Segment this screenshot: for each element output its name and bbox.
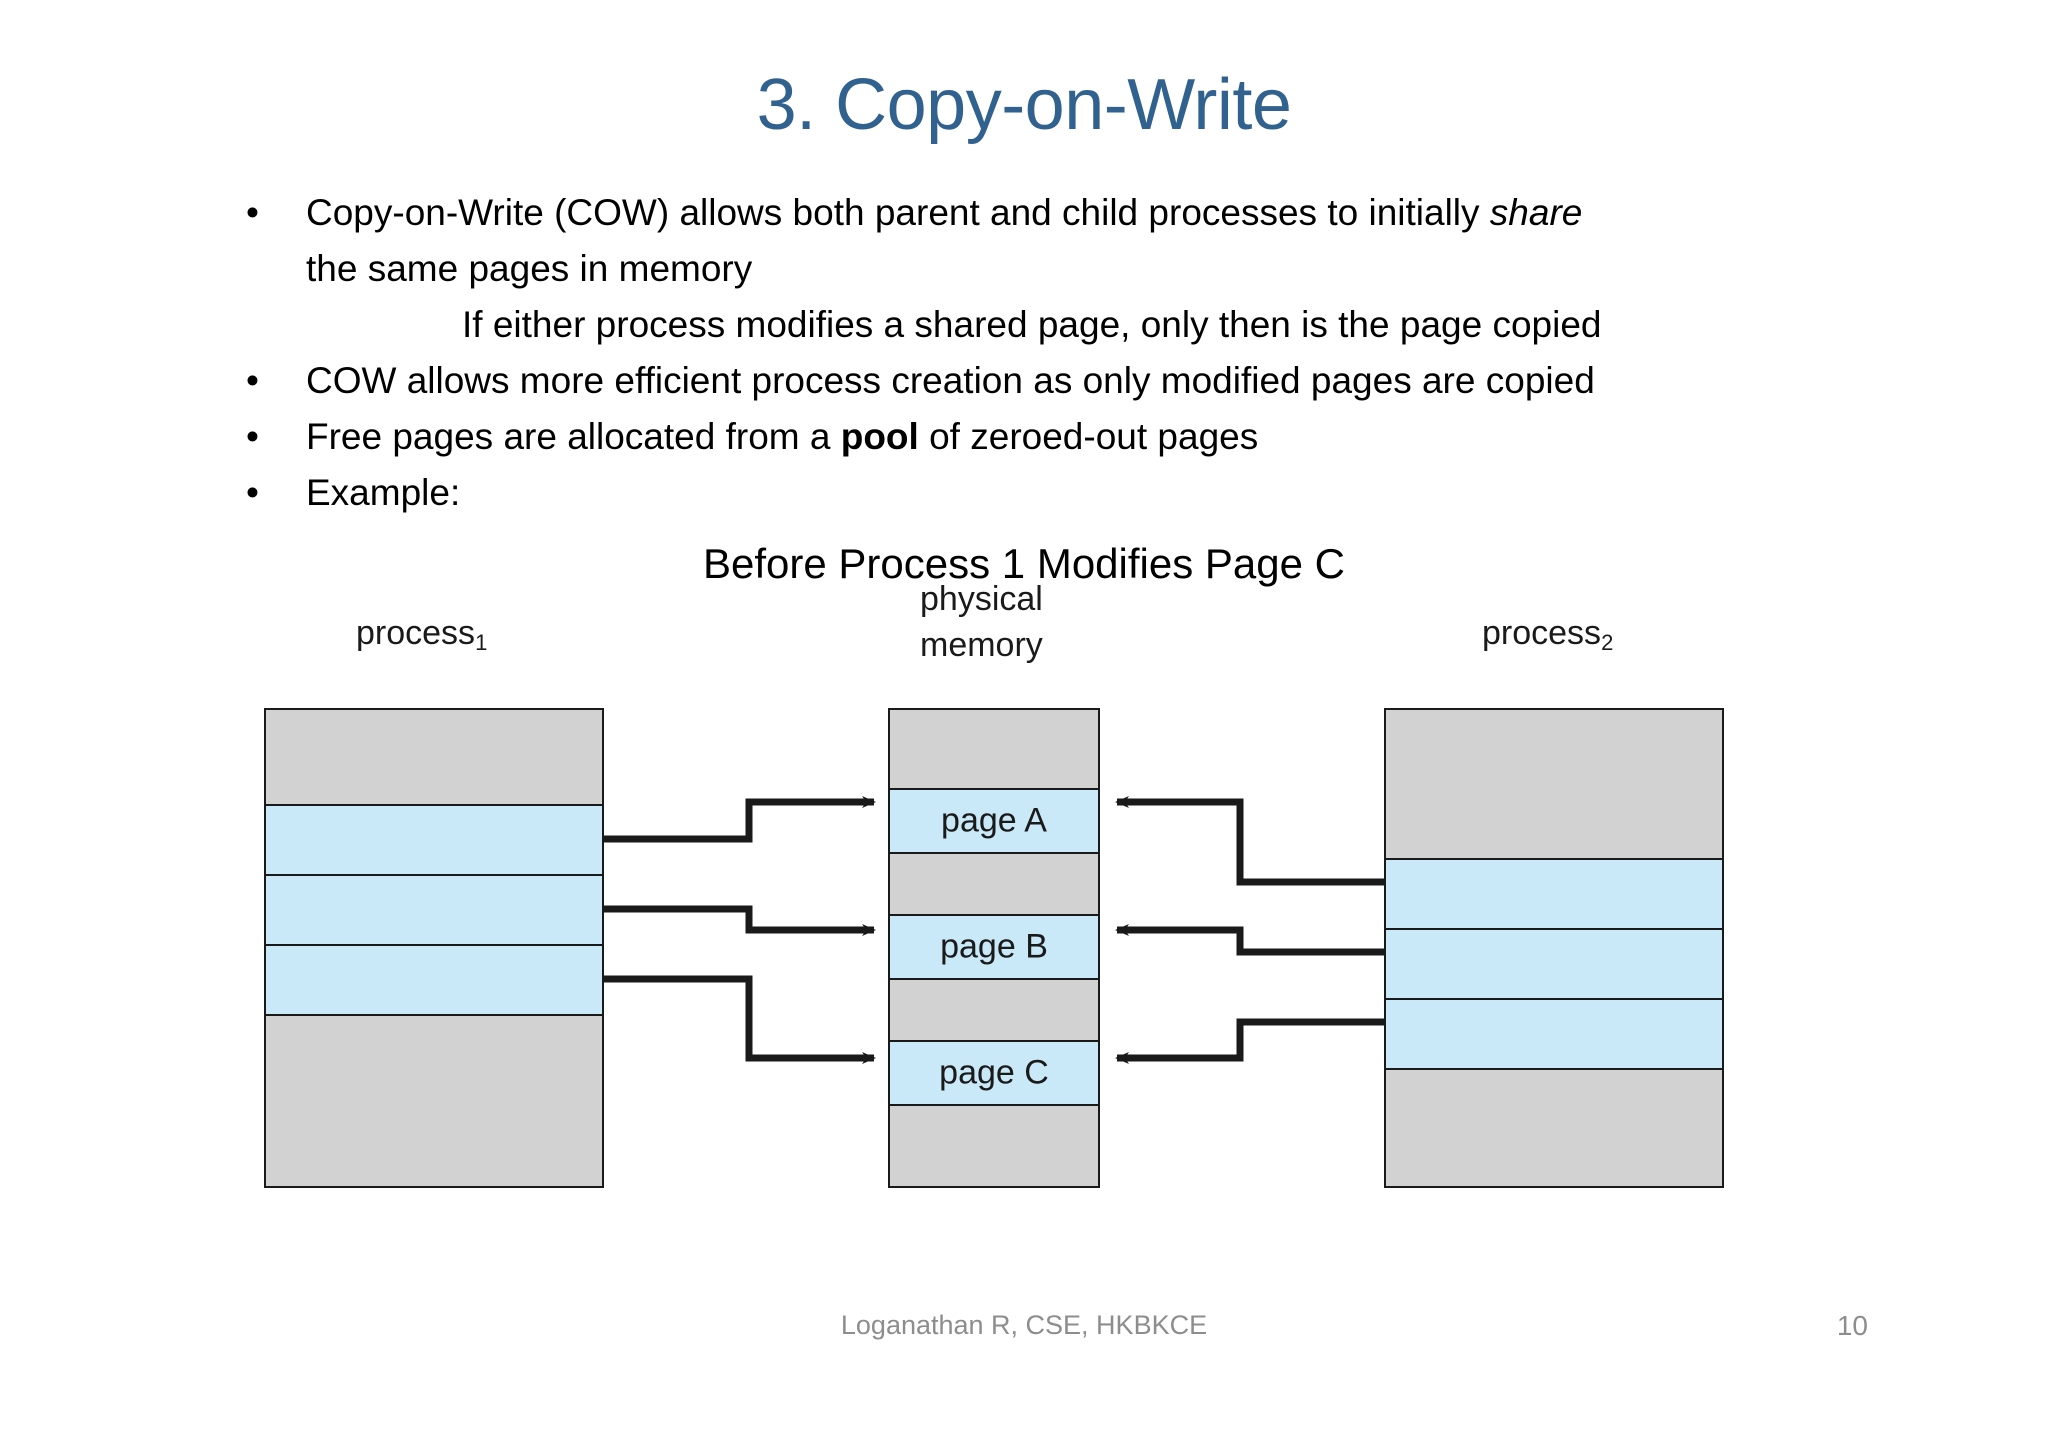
- process1-label-main: process: [356, 614, 476, 652]
- bullet-marker-icon: •: [246, 360, 259, 401]
- memory-cell-page-b-label: page B: [940, 927, 1048, 966]
- memory-cell-page-a: page A: [890, 790, 1098, 854]
- memory-cell-page-b: page B: [890, 916, 1098, 980]
- physical-memory-label-line1: physical: [920, 580, 1043, 618]
- process2-cell-3: [1386, 930, 1722, 1000]
- process2-cell-5: [1386, 1070, 1722, 1186]
- process2-page-table: [1384, 708, 1724, 1188]
- bullet-item-3: • Free pages are allocated from a pool o…: [228, 409, 1848, 465]
- bullet-item-1: • Copy-on-Write (COW) allows both parent…: [228, 185, 1848, 353]
- cow-memory-diagram: process1 physical memory process2 page A…: [0, 580, 2048, 1240]
- memory-cell-page-a-label: page A: [941, 801, 1047, 840]
- bullet-marker-icon: •: [246, 472, 259, 513]
- bullet-3-text-before: Free pages are allocated from a: [306, 416, 841, 457]
- process1-label-sub: 1: [475, 630, 488, 655]
- bullet-list: • Copy-on-Write (COW) allows both parent…: [228, 185, 1848, 521]
- process1-label: process1: [356, 612, 487, 658]
- page-number: 10: [1836, 1310, 1868, 1341]
- bullet-marker-icon: •: [246, 192, 259, 233]
- bullet-3-text-after: of zeroed-out pages: [918, 416, 1259, 457]
- arrow-p2-to-pageB: [1115, 924, 1384, 956]
- memory-cell-5: [890, 980, 1098, 1042]
- process2-label-main: process: [1482, 614, 1602, 652]
- arrow-p1-to-pageB: [604, 905, 876, 936]
- process1-cell-5: [266, 1016, 602, 1186]
- arrow-p2-to-pageC: [1115, 1018, 1384, 1064]
- bullet-1-text-before: Copy-on-Write (COW) allows both parent a…: [306, 192, 1490, 233]
- arrow-p1-to-pageA: [604, 796, 876, 843]
- footer-author: Loganathan R, CSE, HKBKCE: [840, 1310, 1208, 1340]
- memory-cell-3: [890, 854, 1098, 916]
- process1-cell-3: [266, 876, 602, 946]
- bullet-item-1-subline: If either process modifies a shared page…: [462, 304, 1602, 345]
- process2-label: process2: [1482, 612, 1613, 658]
- bullet-item-4-text: Example:: [306, 472, 461, 513]
- diagram-heading: Before Process 1 Modifies Page C: [703, 540, 1345, 587]
- arrow-p2-to-pageA: [1115, 796, 1384, 886]
- arrow-p1-to-pageC: [604, 975, 876, 1064]
- bullet-item-1-line2: the same pages in memory: [306, 248, 753, 289]
- process2-cell-2: [1386, 860, 1722, 930]
- memory-cell-page-c: page C: [890, 1042, 1098, 1106]
- memory-cell-1: [890, 710, 1098, 790]
- process2-cell-1: [1386, 710, 1722, 860]
- bullet-item-4: • Example:: [228, 465, 1848, 521]
- process2-label-sub: 2: [1601, 630, 1614, 655]
- bullet-item-1-text: Copy-on-Write (COW) allows both parent a…: [306, 185, 1848, 241]
- bullet-marker-icon: •: [246, 416, 259, 457]
- physical-memory-table: page A page B page C: [888, 708, 1100, 1188]
- bullet-item-2-text: COW allows more efficient process creati…: [306, 360, 1595, 401]
- bullet-1-text-italic: share: [1489, 192, 1583, 233]
- process2-cell-4: [1386, 1000, 1722, 1070]
- bullet-3-text-bold: pool: [840, 416, 919, 457]
- process1-cell-1: [266, 710, 602, 806]
- process1-cell-4: [266, 946, 602, 1016]
- process1-page-table: [264, 708, 604, 1188]
- memory-cell-7: [890, 1106, 1098, 1186]
- page-title: 3. Copy-on-Write: [756, 65, 1292, 145]
- bullet-item-2: • COW allows more efficient process crea…: [228, 353, 1848, 409]
- memory-cell-page-c-label: page C: [939, 1053, 1049, 1092]
- physical-memory-label: physical memory: [920, 576, 1043, 668]
- process1-cell-2: [266, 806, 602, 876]
- bullet-item-3-text: Free pages are allocated from a pool of …: [306, 409, 1848, 465]
- physical-memory-label-line2: memory: [920, 626, 1043, 664]
